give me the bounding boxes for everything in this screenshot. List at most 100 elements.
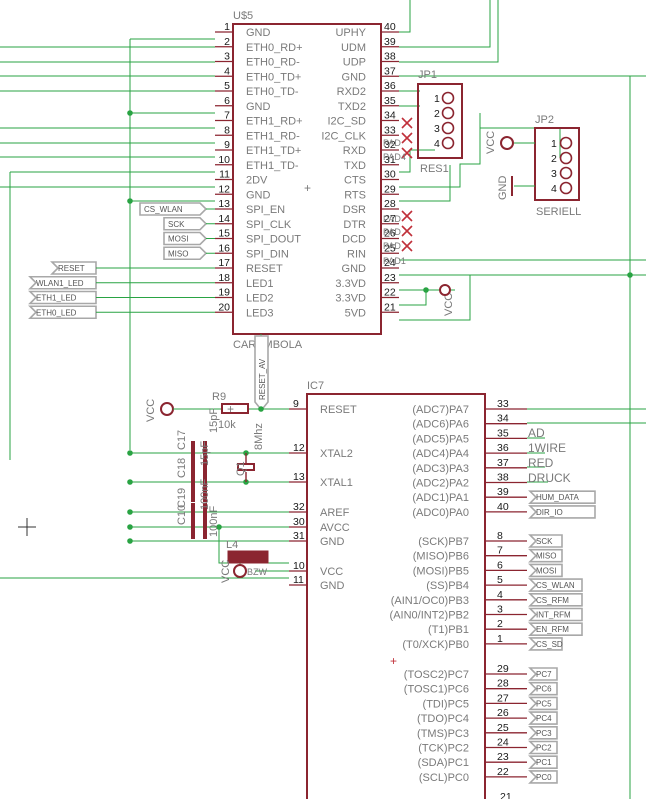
- c17-capacitor[interactable]: [191, 441, 207, 502]
- junction: [127, 509, 133, 515]
- ic7-pin-number: 5: [497, 574, 503, 586]
- pb-flag-mosi[interactable]: [528, 563, 563, 578]
- pb-flag-cs_rfm[interactable]: [528, 593, 583, 607]
- pb-flag-cs_wlan[interactable]: [528, 578, 583, 592]
- u5-pin-number: 29: [384, 183, 396, 195]
- u5-pin-name: 2DV: [246, 175, 268, 187]
- led-flag-label: RESET: [58, 264, 85, 273]
- pc-flag-pc5[interactable]: [528, 696, 558, 711]
- led-flag-wlan1_led[interactable]: [28, 275, 97, 290]
- pb-flag-int_rfm[interactable]: [528, 607, 583, 622]
- jp1-pin[interactable]: [441, 121, 455, 135]
- ic7-pin-number: 9: [293, 398, 299, 410]
- jp2-body[interactable]: [534, 127, 580, 201]
- led-flag-label: ETH1_LED: [36, 294, 77, 303]
- ic7-pin-name: (ADC7)PA7: [412, 404, 469, 416]
- u5-pin-name: DCD: [342, 234, 366, 246]
- jp2-pin[interactable]: [559, 181, 573, 195]
- ic7-pin-name: (TDI)PC5: [423, 698, 469, 710]
- l4-body[interactable]: [227, 550, 269, 564]
- pb-flag-en_rfm[interactable]: [528, 622, 583, 636]
- ic7-pin-name: XTAL2: [320, 448, 353, 460]
- u5-pin-name: LED1: [246, 278, 274, 290]
- led-flag-reset[interactable]: [50, 261, 97, 275]
- u5-pin-name: 3.3VD: [335, 278, 366, 290]
- jp1-body[interactable]: [417, 83, 463, 159]
- led-flag-eth1_led[interactable]: [28, 290, 97, 305]
- ic7-pin-name: GND: [320, 580, 345, 592]
- spi-flag-miso[interactable]: [163, 246, 208, 261]
- u5-pin-number: 23: [384, 272, 396, 284]
- pb-flag-sck[interactable]: [528, 534, 563, 548]
- pb-flag-label: MOSI: [536, 566, 556, 575]
- vcc-symbol-ic7: [233, 564, 247, 578]
- l4-inductor[interactable]: [227, 550, 269, 564]
- u5-component[interactable]: U$5 CARAMBOLA + 1GND2ETH0_RD+3ETH0_RD-4E…: [215, 10, 399, 351]
- pa-flag-dir_io[interactable]: [528, 505, 596, 519]
- spi-flag-sck[interactable]: [163, 216, 208, 231]
- spi-flag-label: SCK: [168, 220, 185, 229]
- reset-av-flag[interactable]: RESET_AV: [254, 335, 269, 412]
- jp2-pin[interactable]: [559, 136, 573, 150]
- ic7-pin-name: (SCL)PC0: [419, 772, 469, 784]
- reset-av-label: RESET_AV: [258, 358, 267, 400]
- ic7-pin-number: 32: [293, 501, 305, 513]
- q1-crystal[interactable]: [237, 453, 255, 482]
- u5-pin-name: LED3: [246, 307, 274, 319]
- c17-plates[interactable]: [191, 441, 207, 502]
- ic7-pin-number: 2: [497, 618, 503, 630]
- spi-flag-label: MOSI: [168, 235, 188, 244]
- jp2-pin[interactable]: [559, 151, 573, 165]
- spi-flag-cs_wlan[interactable]: [139, 202, 208, 216]
- u5-pin-name: ETH0_TD+: [246, 71, 301, 83]
- ic7-pin-number: 12: [293, 442, 305, 454]
- pa-flag-hum_data[interactable]: [528, 490, 596, 504]
- junction: [216, 524, 222, 530]
- ic7-body[interactable]: [306, 393, 486, 799]
- pb-flag-miso[interactable]: [528, 548, 563, 563]
- u5-pin-name: TXD: [344, 160, 366, 172]
- u5-pin-name: SPI_EN: [246, 204, 285, 216]
- pc-flag-pc2[interactable]: [528, 740, 558, 755]
- vcc-label-reset: VCC: [145, 399, 157, 422]
- reset-av-shape[interactable]: [254, 335, 269, 412]
- pc-flag-pc7[interactable]: [528, 667, 558, 681]
- ic7-pin-number: 39: [497, 486, 509, 498]
- jp1-pin[interactable]: [441, 136, 455, 150]
- pad-label: PAD4: [383, 152, 406, 162]
- q1-body[interactable]: [237, 463, 255, 471]
- pc-flag-pc6[interactable]: [528, 681, 558, 696]
- ic7-pin-name: (SS)PB4: [426, 580, 469, 592]
- ic7-pin-number: 3: [497, 604, 503, 616]
- res1-label: RES1: [420, 163, 449, 175]
- jp1-pin[interactable]: [441, 91, 455, 105]
- vcc-label-jp2: VCC: [485, 131, 497, 154]
- led-flag-eth0_led[interactable]: [28, 305, 97, 320]
- pb-flag-label: CS_WLAN: [536, 581, 575, 590]
- ic7-pin-number: 7: [497, 545, 503, 557]
- jp1-pin[interactable]: [441, 106, 455, 120]
- jp2-pin[interactable]: [559, 166, 573, 180]
- u5-pin-name: ETH0_RD-: [246, 57, 300, 69]
- pc-flag-pc4[interactable]: [528, 711, 558, 725]
- c19-plates[interactable]: [191, 503, 207, 539]
- c19-capacitor[interactable]: [191, 503, 207, 539]
- nc-mark: [401, 117, 413, 129]
- pc-flag-pc1[interactable]: [528, 755, 558, 769]
- u5-pin-number: 2: [224, 36, 230, 48]
- pc-flag-pc3[interactable]: [528, 726, 558, 740]
- r9-ref: R9: [212, 391, 226, 403]
- pb-flag-label: INT_RFM: [536, 611, 571, 620]
- pc-flag-pc0[interactable]: [528, 770, 558, 784]
- u5-pin-name: GND: [342, 263, 367, 275]
- r9-body[interactable]: [221, 403, 249, 414]
- jp2-pin-number: 1: [551, 138, 557, 150]
- ic7-pa-nets: AD 1WIRE RED DRUCK: [527, 408, 646, 485]
- spi-flag-mosi[interactable]: [163, 231, 208, 246]
- u5-pin-name: TXD2: [338, 101, 366, 113]
- pb-flag-cs_sd[interactable]: [528, 637, 563, 651]
